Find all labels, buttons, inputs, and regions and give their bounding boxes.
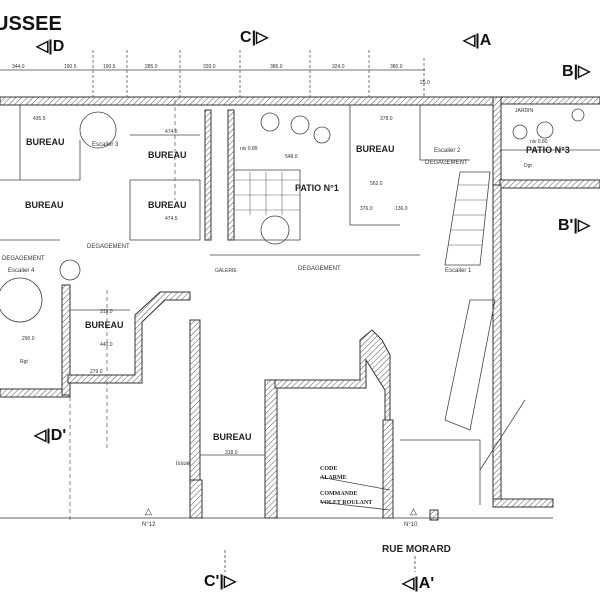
room-escalier: Escalier 2: [434, 148, 461, 154]
dim-label: 324.0: [332, 64, 345, 70]
svg-text:290.0: 290.0: [22, 336, 35, 342]
section-markers: ◁|D C|▷ ◁|A B|▷ B'|▷ ◁|D' C'|▷ ◁|A': [33, 29, 591, 592]
section-b: B|▷: [562, 63, 591, 80]
room-bureau: BUREAU: [26, 137, 65, 147]
top-dimension-line: 344.0 190.5 190.5 285.0 339.0 386.0 324.…: [0, 50, 430, 100]
plan-title: USSEE: [0, 13, 62, 35]
svg-text:niv 0.89: niv 0.89: [240, 146, 258, 152]
section-d: ◁|D: [35, 38, 64, 55]
section-b-prime: B'|▷: [558, 217, 591, 234]
room-escalier: Escalier 1: [445, 268, 472, 274]
room-degagement: DEGAGEMENT: [87, 244, 130, 250]
section-d-prime: ◁|D': [33, 427, 66, 444]
room-galerie: GALERIE: [215, 268, 237, 274]
section-a-prime: ◁|A': [401, 575, 434, 592]
room-bureau: BUREAU: [148, 200, 187, 210]
dim-label: 380.0: [390, 64, 403, 70]
entrance-triangle-icon: △: [145, 506, 152, 516]
svg-text:435.5: 435.5: [33, 116, 46, 122]
svg-text:318.0: 318.0: [225, 450, 238, 456]
room-bureau: BUREAU: [356, 144, 395, 154]
room-bureau: BUREAU: [25, 200, 64, 210]
dim-label: 339.0: [203, 64, 216, 70]
entrance-n12: N°12: [142, 522, 156, 528]
svg-text:136.0: 136.0: [395, 206, 408, 212]
room-patio: PATIO N°3: [526, 145, 570, 155]
room-bureau: BUREAU: [85, 320, 124, 330]
room-labels: BUREAU BUREAU BUREAU BUREAU BUREAU BUREA…: [2, 108, 570, 467]
room-escalier: Escalier 3: [92, 142, 119, 148]
room-issue: issue: [176, 461, 191, 467]
room-escalier: Escalier 4: [8, 268, 35, 274]
room-jardin: JARDIN: [515, 108, 533, 114]
room-dimensions: 435.5 474.5 474.5 319.0 376.0 378.0 290.…: [20, 116, 548, 456]
room-degagement: DEGAGEMENT: [425, 160, 468, 166]
room-patio: PATIO N°1: [295, 183, 339, 193]
svg-text:562.0: 562.0: [370, 181, 383, 187]
entrance-triangle-icon: △: [410, 506, 417, 516]
interior-partitions: [0, 100, 600, 520]
room-bureau: BUREAU: [213, 432, 252, 442]
svg-text:319.0: 319.0: [100, 309, 113, 315]
svg-text:376.0: 376.0: [360, 206, 373, 212]
svg-text:440.0: 440.0: [100, 342, 113, 348]
section-a: ◁|A: [462, 32, 492, 49]
section-c: C|▷: [240, 29, 269, 46]
street-name: RUE MORARD: [382, 544, 451, 555]
dim-label: 190.5: [64, 64, 77, 70]
svg-text:Rgt: Rgt: [20, 359, 28, 365]
room-bureau: BUREAU: [148, 150, 187, 160]
dim-label: 190.5: [103, 64, 116, 70]
section-c-prime: C'|▷: [204, 573, 237, 590]
svg-text:474.5: 474.5: [165, 129, 178, 135]
svg-text:Dgt: Dgt: [524, 163, 532, 169]
svg-text:279.0: 279.0: [90, 369, 103, 375]
svg-text:548.0: 548.0: [285, 154, 298, 160]
entrance-n10: N°10: [404, 522, 418, 528]
svg-text:niv 0.80: niv 0.80: [530, 139, 548, 145]
dim-label: 25.0: [420, 80, 430, 86]
walls: [0, 96, 600, 521]
dim-label: 285.0: [145, 64, 158, 70]
dim-label: 344.0: [12, 64, 25, 70]
room-degagement: DEGAGEMENT: [298, 266, 341, 272]
svg-text:378.0: 378.0: [380, 116, 393, 122]
entrances: △ N°12 △ N°10: [142, 506, 418, 528]
dim-label: 386.0: [270, 64, 283, 70]
room-degagement: DEGAGEMENT: [2, 256, 45, 262]
svg-text:474.5: 474.5: [165, 216, 178, 222]
